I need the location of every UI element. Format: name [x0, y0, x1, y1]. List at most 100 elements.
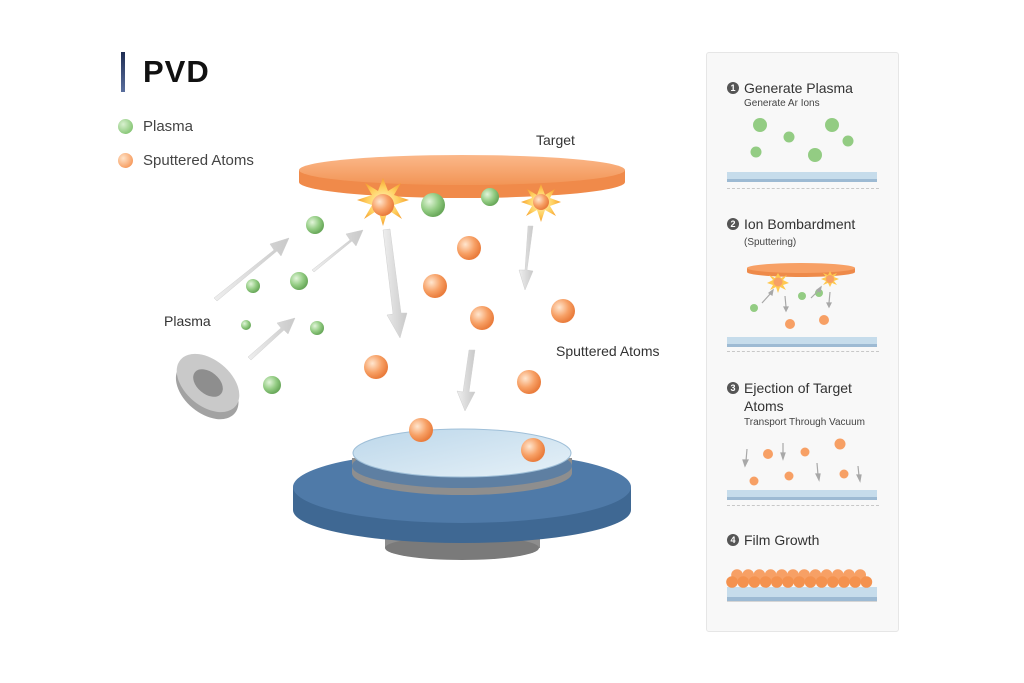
step-number-badge: 4 [727, 534, 739, 546]
plasma-particle [815, 289, 823, 297]
substrate-layer [727, 587, 877, 597]
plasma-particle [808, 148, 822, 162]
film-atom [737, 576, 749, 588]
step-title: Generate Plasma [744, 80, 853, 96]
step-1: 1 Generate Plasma Generate Ar Ions [727, 79, 887, 109]
arrow-icon [247, 317, 296, 361]
plasma-particle [825, 118, 839, 132]
sputtered-atom [749, 476, 759, 486]
step-divider [727, 188, 879, 189]
target-label: Target [536, 132, 575, 148]
film-atom [748, 576, 761, 588]
pvd-diagram: Target Plasma Sputtered Atoms [164, 132, 660, 560]
step-divider [727, 505, 879, 506]
arrow-icon [826, 302, 832, 309]
step-number-badge: 1 [727, 82, 739, 94]
arrow-icon [311, 229, 364, 273]
step-2: 2 Ion Bombardment (Sputtering) [727, 215, 887, 248]
sputtered-atom [517, 370, 541, 394]
plasma-particle [753, 118, 767, 132]
film-atom [815, 576, 828, 588]
arrow-icon [382, 228, 408, 339]
substrate-layer [727, 172, 877, 179]
step-title: Film Growth [744, 532, 820, 548]
title-accent-bar [121, 52, 125, 92]
sputtered-atom [800, 447, 810, 457]
plasma-particle [241, 320, 251, 330]
sputtered-atom [834, 438, 846, 450]
plasma-particle [310, 321, 324, 335]
substrate-stage [293, 428, 631, 560]
film-atom [726, 576, 738, 588]
arrow-icon [213, 237, 290, 302]
plasma-label: Plasma [164, 313, 211, 329]
sputtered-atom [457, 236, 481, 260]
sputtered-atom [773, 277, 783, 287]
sputtered-atom [364, 355, 388, 379]
film-atom [793, 576, 805, 588]
substrate-layer [727, 490, 877, 497]
step-3: 3 Ejection of Target Atoms Transport Thr… [727, 379, 887, 428]
arrow-icon [518, 225, 534, 291]
plasma-source-ring-icon [175, 353, 240, 420]
sputtered-atom [785, 319, 795, 329]
film-atom [860, 576, 873, 588]
sputtered-atom [521, 438, 545, 462]
film-atom [759, 576, 772, 588]
sputtered-atom [409, 418, 433, 442]
sputtered-atom [826, 275, 834, 283]
legend-label: Plasma [143, 118, 194, 135]
sputtered-atom [372, 194, 394, 216]
film-atom [782, 576, 794, 588]
legend-item-sputtered-atoms: Sputtered Atoms [118, 152, 254, 169]
sputtered-atom [763, 449, 773, 459]
step-4: 4 Film Growth [727, 531, 887, 549]
arrow-icon [815, 285, 822, 293]
sputtered-atom [819, 315, 829, 325]
sputtered-atom [423, 274, 447, 298]
plasma-particle [798, 292, 806, 300]
plasma-particle [306, 216, 324, 234]
substrate-layer [727, 337, 877, 344]
plasma-dot-icon [118, 119, 133, 134]
sputtered-atom [533, 194, 549, 210]
step-subtitle: Generate Ar Ions [744, 98, 820, 109]
plasma-particle [246, 279, 260, 293]
plasma-particle [481, 188, 499, 206]
plasma-particle [842, 135, 854, 147]
step-title: Ion Bombardment [744, 216, 856, 232]
arrow-icon [456, 349, 476, 412]
legend-item-plasma: Plasma [118, 118, 193, 135]
arrow-icon [767, 288, 774, 296]
plasma-particle [750, 146, 762, 158]
step-divider [727, 351, 879, 352]
sputtered-atoms-label: Sputtered Atoms [556, 343, 660, 359]
plasma-particle [750, 304, 758, 312]
plasma-particle [783, 131, 795, 143]
arrow-icon [783, 306, 789, 313]
sputtered-atom [839, 469, 849, 479]
step-subtitle: (Sputtering) [744, 237, 797, 248]
film-atom [771, 576, 783, 588]
step-number-badge: 3 [727, 382, 739, 394]
sputtered-atom-dot-icon [118, 153, 133, 168]
step-number-badge: 2 [727, 218, 739, 230]
step-title: Ejection of Target Atoms [744, 380, 852, 414]
plasma-particle [290, 272, 308, 290]
legend-label: Sputtered Atoms [143, 152, 254, 169]
film-atom [804, 576, 817, 588]
step-2-illustration [727, 263, 877, 347]
arrow-icon [856, 474, 862, 483]
plasma-particle [421, 193, 445, 217]
step-4-illustration [726, 569, 877, 602]
sputtered-atom [470, 306, 494, 330]
arrow-icon [780, 452, 786, 461]
sputtered-atom [551, 299, 575, 323]
target-plate [747, 263, 855, 273]
target-plate [299, 155, 625, 198]
plasma-particle [263, 376, 281, 394]
arrow-icon [815, 473, 821, 482]
step-1-illustration [727, 118, 877, 182]
sputtered-atom [784, 471, 794, 481]
film-atom [827, 576, 839, 588]
